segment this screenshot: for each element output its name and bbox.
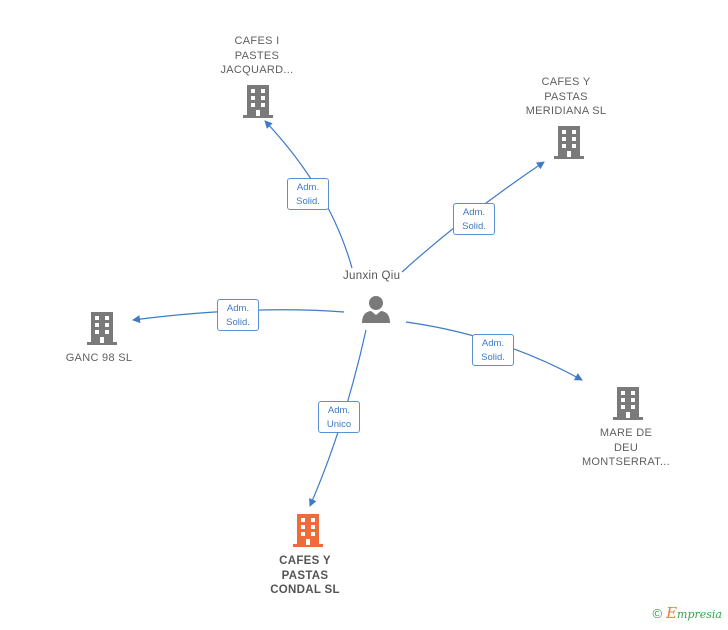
company-name[interactable]: CAFES Y PASTAS CONDAL SL (270, 555, 340, 596)
building-icon[interactable] (611, 385, 645, 421)
relation-label-condal[interactable]: Adm.Unico (318, 401, 360, 433)
company-name[interactable]: CAFES Y PASTAS MERIDIANA SL (525, 76, 607, 117)
building-icon[interactable] (85, 310, 119, 346)
relation-label-montserrat[interactable]: Adm.Solid. (472, 334, 514, 366)
relation-label-jacquard[interactable]: Adm.Solid. (287, 178, 329, 210)
company-name[interactable]: MARE DE DEU MONTSERRAT... (581, 427, 671, 468)
copyright-symbol: © (652, 605, 663, 621)
building-icon[interactable] (552, 124, 586, 160)
person-name[interactable]: Junxin Qiu (343, 270, 401, 282)
company-name[interactable]: GANC 98 SL (65, 352, 133, 364)
footer-brand: © Empresia (652, 604, 722, 622)
relation-label-ganc[interactable]: Adm.Solid. (217, 299, 259, 331)
building-icon-highlighted[interactable] (291, 512, 325, 548)
person-icon[interactable] (361, 294, 391, 324)
relation-label-meridiana[interactable]: Adm.Solid. (453, 203, 495, 235)
company-name[interactable]: CAFES I PASTES JACQUARD... (220, 35, 294, 76)
building-icon[interactable] (241, 83, 275, 119)
brand-logo: Empresia (666, 604, 722, 622)
